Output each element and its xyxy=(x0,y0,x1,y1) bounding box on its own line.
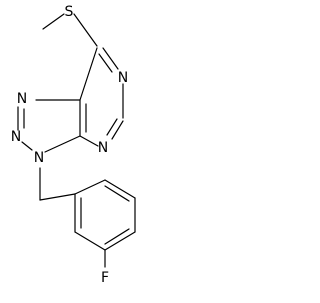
bond-ring-5-6 xyxy=(74,231,106,251)
bond-ring-2-3-inner xyxy=(104,185,130,202)
atom-fluorine-label: F xyxy=(101,270,109,286)
atom-triazole-n-middle-label: N xyxy=(11,129,21,145)
bond-methyl-s xyxy=(42,13,65,30)
atom-sulfur-label: S xyxy=(65,4,74,20)
molecule-diagram: S N N N N N F xyxy=(0,0,154,303)
bond-c5-n-lower-inner xyxy=(106,118,118,136)
bond-ring-4-5 xyxy=(104,231,136,251)
bond-n-lower-c3a xyxy=(79,135,99,147)
bond-s-c7 xyxy=(73,13,98,47)
structure-drawing: S N N N N N F xyxy=(11,4,136,286)
atom-pyrimidine-n-upper-label: N xyxy=(118,70,128,86)
bond-c7a-c7 xyxy=(79,47,98,101)
atom-triazole-n-bottom-label: N xyxy=(34,150,44,166)
bond-ring-4-5-inner xyxy=(104,228,130,245)
atom-triazole-n-top-label: N xyxy=(17,91,27,107)
bond-n-middle-n-bottom xyxy=(21,141,33,151)
bond-ring-2-3 xyxy=(104,179,136,199)
bond-c5-n-lower xyxy=(111,120,124,140)
bond-n-bottom-c3a xyxy=(44,135,81,153)
bond-c7-n-upper-inner xyxy=(98,53,113,73)
bond-ch2-ring xyxy=(39,193,76,201)
bond-c7-n-upper xyxy=(102,47,119,70)
atom-pyrimidine-n-lower-label: N xyxy=(98,140,108,156)
bond-ring-1-2 xyxy=(74,179,106,195)
